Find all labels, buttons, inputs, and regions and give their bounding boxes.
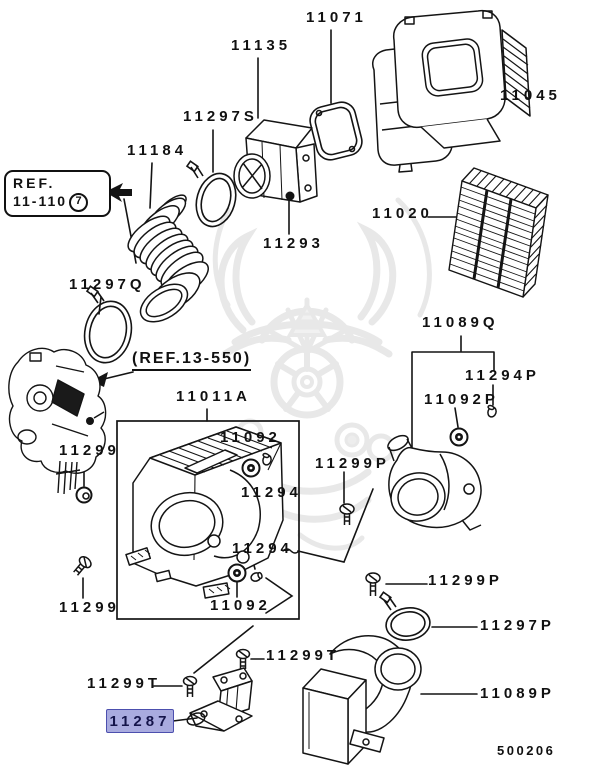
resonator-duct-drawing [302, 635, 422, 765]
case-assembly-outline-box [116, 420, 300, 620]
cap-11294P [487, 404, 497, 418]
part-label-11092P: 11092P [424, 391, 499, 408]
screw-11299T-right [235, 648, 251, 669]
hose-clamp-11297P [378, 591, 431, 641]
part-label-11020: 11020 [372, 205, 433, 222]
intake-duct-upper-drawing [387, 434, 482, 531]
air-filter-element-drawing [448, 167, 549, 298]
watermark-mask-graphic [212, 197, 432, 551]
grommet-11092-bottom [227, 563, 247, 583]
screw-11299T-left [182, 675, 198, 697]
part-label-11299T-right: 11299T [266, 647, 341, 664]
part-label-11089P: 11089P [480, 685, 555, 702]
ref-callout-line1: REF. [13, 175, 56, 191]
part-label-11011A: 11011A [176, 388, 251, 405]
screw-dot-11293 [285, 191, 295, 201]
nut-11299-top [75, 486, 93, 504]
bracket-11287-drawing [186, 667, 253, 732]
ref-inline-callout: (REF.13-550) [132, 350, 252, 371]
part-label-11299-bottom: 11299 [59, 599, 120, 616]
part-label-11299T-left: 11299T [87, 675, 162, 692]
part-label-11297P: 11297P [480, 617, 555, 634]
part-label-11089Q: 11089Q [422, 314, 499, 331]
grommet-11092-top [241, 458, 261, 478]
cap-11294-top [262, 452, 272, 466]
screw-11299-bottom [73, 556, 92, 576]
part-label-11299P-left: 11299P [315, 455, 390, 472]
part-label-11297S: 11297S [183, 108, 258, 125]
part-label-11071: 11071 [306, 9, 367, 26]
hose-clamp-11297S [185, 160, 237, 228]
gasket-drawing-11071 [309, 101, 363, 161]
part-label-11299-top: 11299 [59, 442, 120, 459]
throttle-body-sketch [8, 347, 107, 495]
part-label-11135: 11135 [231, 37, 292, 54]
air-cleaner-cover-drawing [372, 9, 531, 173]
part-label-11297Q: 11297Q [69, 276, 146, 293]
part-label-11092-bottom: 11092 [210, 597, 271, 614]
part-label-11184: 11184 [127, 142, 188, 159]
screw-11299P-left [339, 503, 355, 525]
part-label-11293: 11293 [263, 235, 324, 252]
part-label-11287-highlighted[interactable]: 11287 [106, 709, 174, 733]
ref-callout-line2: 11-110 7 [13, 192, 109, 212]
diagram-code: 500206 [497, 743, 556, 758]
part-label-11045: 11045 [500, 87, 561, 104]
ref-callout-box: REF. 11-110 7 [4, 170, 111, 217]
intake-hose-drawing [127, 194, 209, 323]
part-label-11299P-bottom: 11299P [428, 572, 503, 589]
part-label-11294-bottom: 11294 [232, 540, 293, 557]
cap-11294-bottom [250, 571, 263, 582]
grommet-11092P [449, 427, 469, 447]
part-label-11092-top: 11092 [220, 429, 281, 446]
ref-circle-number: 7 [69, 192, 89, 212]
airflow-sensor-drawing [233, 119, 318, 203]
part-label-11294-top: 11294 [241, 484, 302, 501]
screw-11299P-bottom [365, 572, 381, 596]
part-label-11294P: 11294P [465, 367, 540, 384]
hose-clamp-11297Q [83, 285, 133, 364]
